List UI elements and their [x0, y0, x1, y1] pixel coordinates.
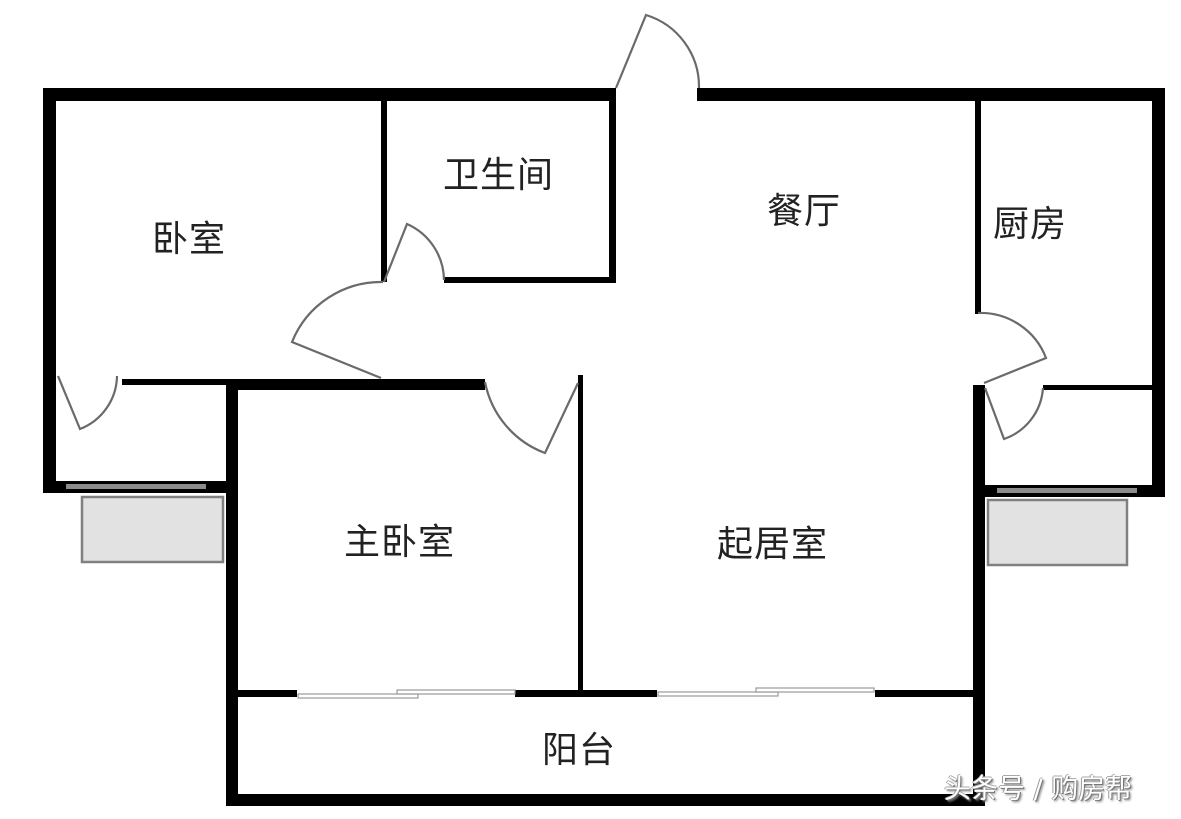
entry-door-icon — [614, 13, 701, 89]
watermark: 头条号 / 购房帮 — [944, 774, 1133, 805]
bedroom-closet-door-icon — [56, 375, 119, 431]
window-sill-right — [997, 488, 1137, 493]
window-sill-left — [66, 484, 206, 489]
interior-walls — [122, 88, 1155, 697]
room-label-dining: 餐厅 — [767, 191, 842, 232]
room-label-balcony: 阳台 — [542, 730, 617, 771]
ac-unit-right — [986, 498, 1129, 567]
master-door-icon — [483, 381, 579, 455]
kitchen-closet-door-icon — [983, 387, 1045, 441]
room-label-kitchen: 厨房 — [993, 204, 1068, 245]
sliding-door-master — [297, 689, 516, 699]
ac-unit-left — [80, 495, 225, 564]
bathroom-door-icon — [382, 222, 446, 283]
sliding-door-living — [657, 687, 875, 697]
bedroom-door-icon — [290, 280, 384, 380]
outer-walls — [43, 88, 1165, 806]
room-label-living-room: 起居室 — [717, 524, 829, 565]
room-label-bedroom: 卧室 — [152, 219, 227, 260]
kitchen-door-icon — [977, 311, 1048, 385]
room-label-master-bedroom: 主卧室 — [344, 522, 456, 563]
room-label-bathroom: 卫生间 — [443, 155, 555, 196]
